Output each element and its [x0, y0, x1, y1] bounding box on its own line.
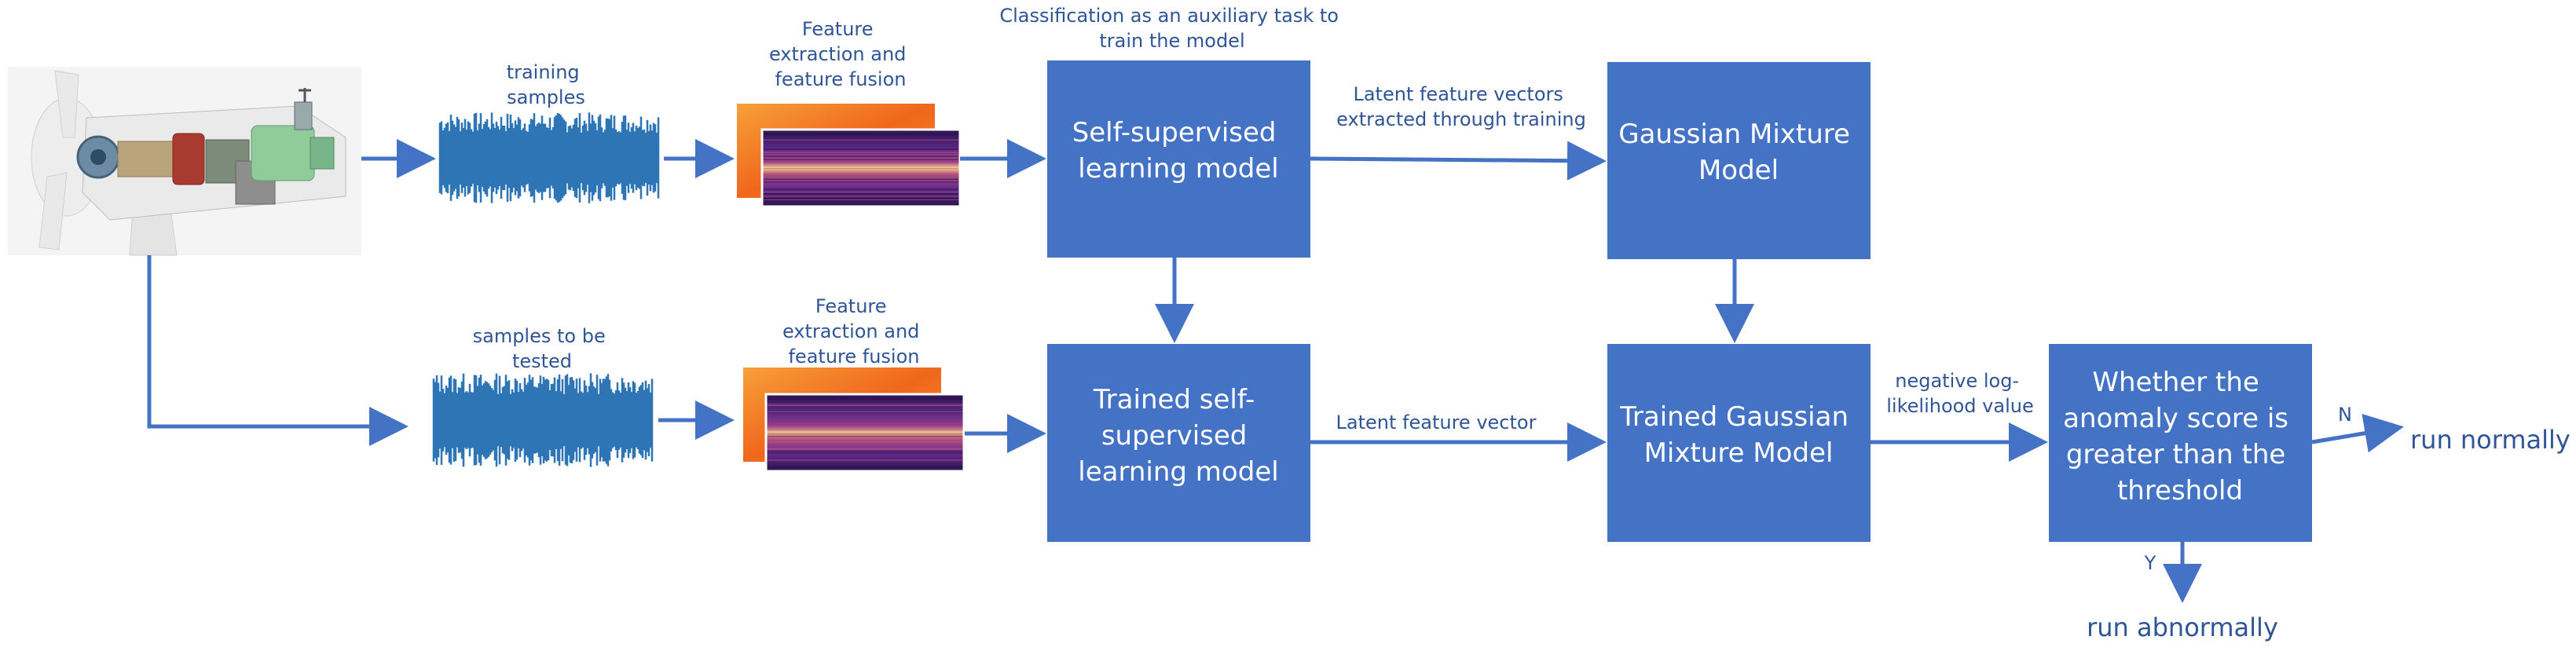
- box-trained-gaussian-mixture-model: Trained Gaussian Mixture Model: [1607, 344, 1871, 542]
- arrow-decision-to-normal: [2311, 413, 2404, 453]
- label-negative-log-likelihood: negative log-: [1895, 370, 2019, 392]
- outcome-run-normally: run normally: [2410, 425, 2571, 455]
- label-feature-extraction-bottom: extraction and: [782, 320, 919, 342]
- arrows: [147, 139, 2404, 603]
- waveform-trace: [432, 373, 654, 467]
- feature-spectrogram-top: [737, 104, 962, 208]
- svg-text:Self-supervised learning: Self-supervised learning model: [1072, 117, 1285, 185]
- box-line: learning model: [1078, 456, 1278, 488]
- svg-text:Feature extraction and: Feature extraction and feature fusion: [769, 18, 912, 90]
- label-feature-extraction-bottom: Feature: [815, 295, 887, 317]
- box-line: threshold: [2117, 475, 2243, 507]
- svg-text:training samples: training samples: [507, 61, 586, 108]
- box-line: Self-supervised: [1072, 117, 1277, 148]
- box-line: Model: [1698, 155, 1779, 186]
- svg-text:Whether the anomaly scor: Whether the anomaly score is greater tha…: [2063, 367, 2297, 507]
- test-waveform: [432, 373, 654, 467]
- label-y: Y: [2144, 552, 2156, 574]
- label-latent-vectors: Latent feature vectors: [1353, 83, 1563, 105]
- box-line: Trained Gaussian: [1619, 401, 1849, 433]
- label-training-samples: samples: [507, 86, 585, 108]
- box-threshold-decision: Whether the anomaly score is greater tha…: [2049, 344, 2312, 542]
- box-line: Mixture Model: [1644, 437, 1834, 469]
- wind-turbine-image: [8, 67, 361, 256]
- feature-spectrogram-bottom: [743, 368, 966, 473]
- label-latent-vector: Latent feature vector: [1336, 411, 1537, 433]
- label-training-samples: training: [507, 61, 580, 83]
- label-latent-vectors: extracted through training: [1336, 108, 1586, 130]
- label-feature-extraction-bottom: feature fusion: [788, 346, 919, 368]
- svg-text:Trained self- supervised: Trained self- supervised learning model: [1078, 384, 1278, 488]
- label-feature-extraction-top: feature fusion: [775, 68, 906, 90]
- label-test-samples: tested: [512, 350, 572, 372]
- svg-text:samples to be tested: samples to be tested: [473, 325, 612, 372]
- svg-text:Trained Gaussian Mixture: Trained Gaussian Mixture Model: [1619, 401, 1857, 469]
- box-line: supervised: [1101, 420, 1248, 452]
- arrow-ssl-to-gmm: [1310, 141, 1607, 181]
- outcome-run-abnormally: run abnormally: [2087, 613, 2278, 642]
- svg-text:negative log- likelihood: negative log- likelihood value: [1886, 370, 2033, 417]
- label-classification-auxiliary: train the model: [1099, 30, 1244, 52]
- box-line: learning model: [1078, 153, 1278, 185]
- svg-text:Feature extraction and: Feature extraction and feature fusion: [782, 295, 925, 368]
- labels: training samples Feature extraction and …: [473, 5, 2352, 574]
- box-line: greater than the: [2066, 439, 2285, 470]
- label-feature-extraction-top: Feature: [802, 18, 874, 40]
- waveform-trace: [438, 112, 660, 203]
- box-trained-self-supervised-model: Trained self- supervised learning model: [1047, 344, 1310, 542]
- box-line: Whether the: [2092, 367, 2259, 398]
- box-self-supervised-model: Self-supervised learning model: [1047, 60, 1310, 258]
- box-gaussian-mixture-model: Gaussian Mixture Model: [1607, 62, 1871, 259]
- label-test-samples: samples to be: [473, 325, 606, 347]
- box-line: Trained self-: [1093, 384, 1255, 415]
- arrow-turbine-to-test: [147, 255, 409, 446]
- label-feature-extraction-top: extraction and: [769, 43, 906, 65]
- svg-text:Latent feature vectors e: Latent feature vectors extracted through…: [1336, 83, 1586, 130]
- training-waveform: [438, 112, 660, 203]
- box-line: Gaussian Mixture: [1618, 119, 1850, 150]
- label-classification-auxiliary: Classification as an auxiliary task to: [999, 5, 1339, 27]
- svg-text:Classification as an auxiliary: Classification as an auxiliary task to t…: [999, 5, 1344, 52]
- label-negative-log-likelihood: likelihood value: [1886, 395, 2033, 417]
- label-n: N: [2338, 404, 2352, 426]
- svg-text:Latent feature vector: Latent feature vector: [1336, 411, 1537, 433]
- box-line: anomaly score is: [2063, 403, 2288, 434]
- svg-text:Gaussian Mixture Model: Gaussian Mixture Model: [1618, 119, 1859, 186]
- outcomes: run normally run abnormally: [2087, 425, 2571, 642]
